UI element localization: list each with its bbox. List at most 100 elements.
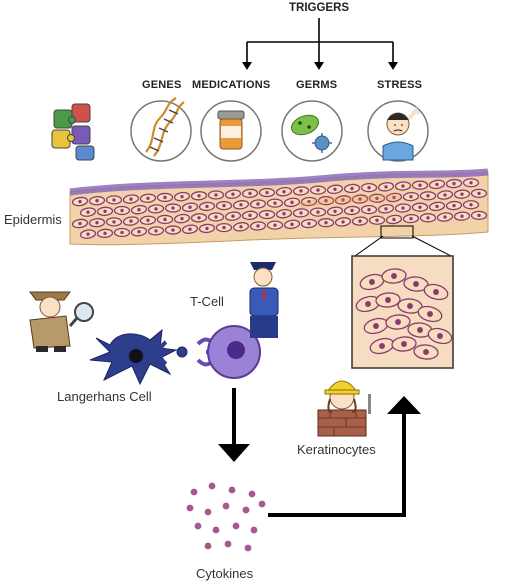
keratinocyte-cell-12-nucleus xyxy=(379,343,385,349)
epidermis-cell-88-nucleus xyxy=(358,219,362,223)
epidermis-cell-89-nucleus xyxy=(375,218,379,222)
epidermis-cell-50-nucleus xyxy=(112,220,116,224)
epidermis-cell-40-nucleus xyxy=(358,197,362,201)
cytokine-dot-2 xyxy=(228,486,236,494)
epidermis-cell-12-nucleus xyxy=(282,190,286,194)
t-cell-icon xyxy=(196,325,261,379)
keratinocyte-cell-2-nucleus xyxy=(413,281,419,287)
zoom-connector-lines xyxy=(354,225,452,257)
up-arrow xyxy=(268,396,421,517)
epidermis-cell-77-nucleus xyxy=(171,228,175,232)
epidermis-cell-69-nucleus xyxy=(435,204,439,209)
epidermis-cell-39-nucleus xyxy=(341,198,345,202)
stress-icon-circle xyxy=(367,100,429,162)
epidermis-cell-79-nucleus xyxy=(205,226,209,231)
epidermis-cell-35-nucleus xyxy=(273,201,277,205)
epidermis-cell-58-nucleus xyxy=(248,213,252,218)
epidermis-cell-27-nucleus xyxy=(137,208,141,212)
cytokine-dot-0 xyxy=(190,488,198,496)
epidermis-cell-49-nucleus xyxy=(95,221,99,225)
construction-worker-icon xyxy=(317,380,371,437)
epidermis-cell-0-nucleus xyxy=(78,199,82,204)
epidermis-cell-65-nucleus xyxy=(367,207,371,212)
keratinocyte-cell-3-nucleus xyxy=(433,289,439,295)
cytokine-particles xyxy=(186,482,266,552)
epidermis-cell-82-nucleus xyxy=(256,224,260,228)
epidermis-label: Epidermis xyxy=(4,212,62,227)
keratinocyte-cell-4-nucleus xyxy=(365,301,371,307)
epidermis-cell-66-nucleus xyxy=(384,207,388,211)
keratinocyte-cell-8-nucleus xyxy=(373,323,379,329)
epidermis-cell-46-nucleus xyxy=(460,192,464,196)
epidermis-cell-71-nucleus xyxy=(469,203,473,207)
epidermis-cell-31-nucleus xyxy=(205,204,209,209)
genes-icon-circle xyxy=(130,97,192,162)
epidermis-cell-22-nucleus xyxy=(452,181,456,186)
epidermis-cell-1-nucleus xyxy=(95,199,99,203)
epidermis-cell-5-nucleus xyxy=(163,195,167,200)
epidermis-cell-57-nucleus xyxy=(231,214,235,218)
epidermis-cell-7-nucleus xyxy=(197,194,201,198)
epidermis-cell-11-nucleus xyxy=(265,190,269,195)
epidermis-cell-59-nucleus xyxy=(265,212,269,217)
epidermis-cell-52-nucleus xyxy=(146,218,150,222)
cytokine-dot-3 xyxy=(248,490,256,498)
epidermis-cell-3-nucleus xyxy=(129,197,133,201)
dna-icon xyxy=(145,97,185,157)
epidermis-cell-48-nucleus xyxy=(78,221,82,226)
epidermis-cell-90-nucleus xyxy=(392,217,396,222)
cytokine-dot-5 xyxy=(204,508,212,516)
epidermis-cell-61-nucleus xyxy=(299,211,303,215)
cytokine-dot-13 xyxy=(204,542,212,550)
cytokine-dot-12 xyxy=(250,526,258,534)
epidermis-cell-34-nucleus xyxy=(256,202,260,206)
langerhans-cell-icon xyxy=(89,328,188,386)
cytokine-dot-7 xyxy=(242,506,250,514)
epidermis-cell-33-nucleus xyxy=(239,203,243,207)
epidermis-cell-32-nucleus xyxy=(222,203,226,208)
epidermis-cell-25-nucleus xyxy=(103,209,107,214)
epidermis-cell-14-nucleus xyxy=(316,188,320,192)
epidermis-cell-44-nucleus xyxy=(426,194,430,198)
keratinocyte-cell-1-nucleus xyxy=(391,273,397,279)
epidermis-cell-42-nucleus xyxy=(392,195,396,200)
epidermis-cell-30-nucleus xyxy=(188,205,192,209)
keratinocyte-cell-10-nucleus xyxy=(417,327,423,333)
epidermis-cell-24-nucleus xyxy=(86,210,90,214)
epidermis-cell-41-nucleus xyxy=(375,196,379,200)
epidermis-cell-74-nucleus xyxy=(120,230,124,235)
epidermis-cell-56-nucleus xyxy=(214,215,218,219)
epidermis-cell-55-nucleus xyxy=(197,216,201,220)
epidermis-cell-68-nucleus xyxy=(418,205,422,209)
keratinocyte-cell-13-nucleus xyxy=(401,341,407,347)
down-arrow xyxy=(218,388,250,462)
langerhans-cell-label: Langerhans Cell xyxy=(57,389,152,404)
keratinocyte-cell-7-nucleus xyxy=(427,311,433,317)
cytokine-dot-6 xyxy=(222,502,230,510)
epidermis-cell-94-nucleus xyxy=(460,214,464,218)
cytokine-dot-10 xyxy=(212,526,220,534)
t-cell-label: T-Cell xyxy=(190,294,224,309)
epidermis-cell-20-nucleus xyxy=(418,183,422,187)
epidermis-cell-38-nucleus xyxy=(324,199,328,203)
trigger-label-medications: MEDICATIONS xyxy=(192,79,271,91)
epidermis-cell-43-nucleus xyxy=(409,194,413,199)
trigger-branch-lines xyxy=(246,18,394,64)
epidermis-cell-64-nucleus xyxy=(350,208,354,213)
epidermis-cell-45-nucleus xyxy=(443,193,447,197)
epidermis-cell-13-nucleus xyxy=(299,189,303,193)
epidermis-cell-93-nucleus xyxy=(443,215,447,219)
keratinocyte-cell-6-nucleus xyxy=(407,303,413,309)
keratinocytes-label: Keratinocytes xyxy=(297,442,376,457)
epidermis-cell-85-nucleus xyxy=(307,221,311,226)
epidermis-cell-18-nucleus xyxy=(384,185,388,189)
keratinocyte-zoom-inset xyxy=(351,255,454,369)
epidermis-cell-19-nucleus xyxy=(401,184,405,188)
keratinocyte-cell-5-nucleus xyxy=(385,297,391,303)
cytokines-label: Cytokines xyxy=(196,566,254,581)
triggers-title: TRIGGERS xyxy=(289,2,350,14)
trigger-arrowheads xyxy=(242,62,398,70)
epidermis-cell-60-nucleus xyxy=(282,212,286,216)
epidermis-cell-23-nucleus xyxy=(469,181,473,185)
